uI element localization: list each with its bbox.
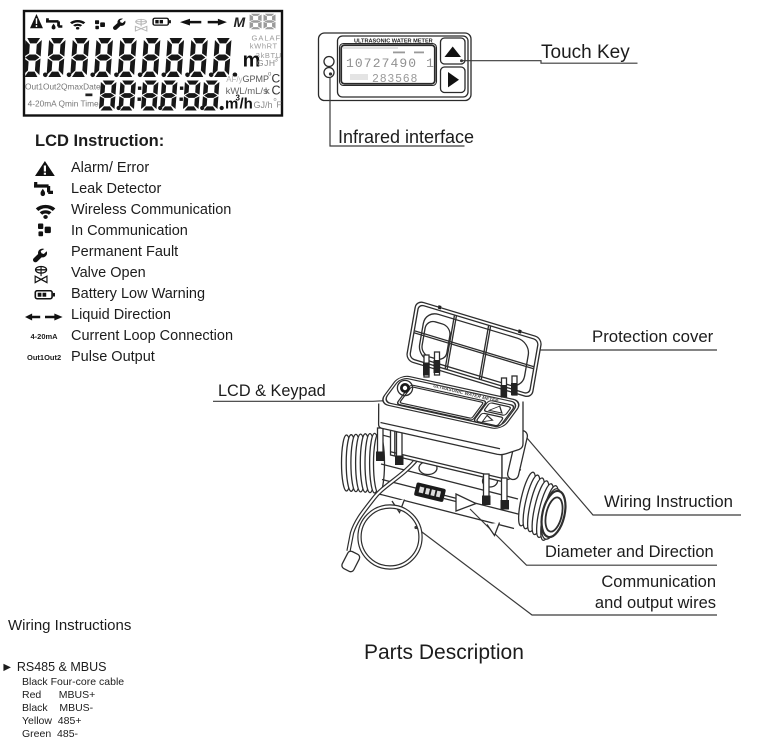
svg-text:283568: 283568: [372, 73, 418, 86]
svg-text:GPMP: GPMP: [243, 74, 270, 84]
svg-text:10727490 1: 10727490 1: [346, 56, 435, 71]
svg-text:GALAF: GALAF: [252, 33, 282, 42]
svg-text:GJH: GJH: [257, 58, 276, 68]
svg-text:kWL/mL/s: kWL/mL/s: [226, 86, 268, 97]
svg-text:/h: /h: [240, 96, 253, 113]
svg-text:M: M: [234, 14, 246, 30]
svg-text:m: m: [225, 96, 238, 113]
svg-text:Out1Out2QmaxDate: Out1Out2QmaxDate: [25, 82, 101, 92]
svg-text:ULTRASONIC WATER METER: ULTRASONIC WATER METER: [354, 39, 433, 45]
svg-text:o: o: [274, 97, 277, 103]
svg-text:AF/y: AF/y: [226, 75, 242, 84]
svg-text:C: C: [272, 84, 281, 98]
svg-text:kWhRT: kWhRT: [250, 41, 278, 50]
svg-text:o: o: [268, 72, 272, 78]
svg-text:3kBTU: 3kBTU: [256, 51, 282, 60]
svg-text:4-20mA Qmin Time: 4-20mA Qmin Time: [28, 99, 99, 109]
svg-text:C: C: [272, 71, 281, 85]
svg-text:m: m: [243, 50, 261, 72]
svg-text:k: k: [265, 86, 270, 97]
svg-text:F: F: [277, 100, 282, 110]
svg-text:3: 3: [275, 58, 279, 64]
svg-text:GJ/h: GJ/h: [254, 100, 273, 110]
svg-text:3: 3: [236, 94, 241, 103]
